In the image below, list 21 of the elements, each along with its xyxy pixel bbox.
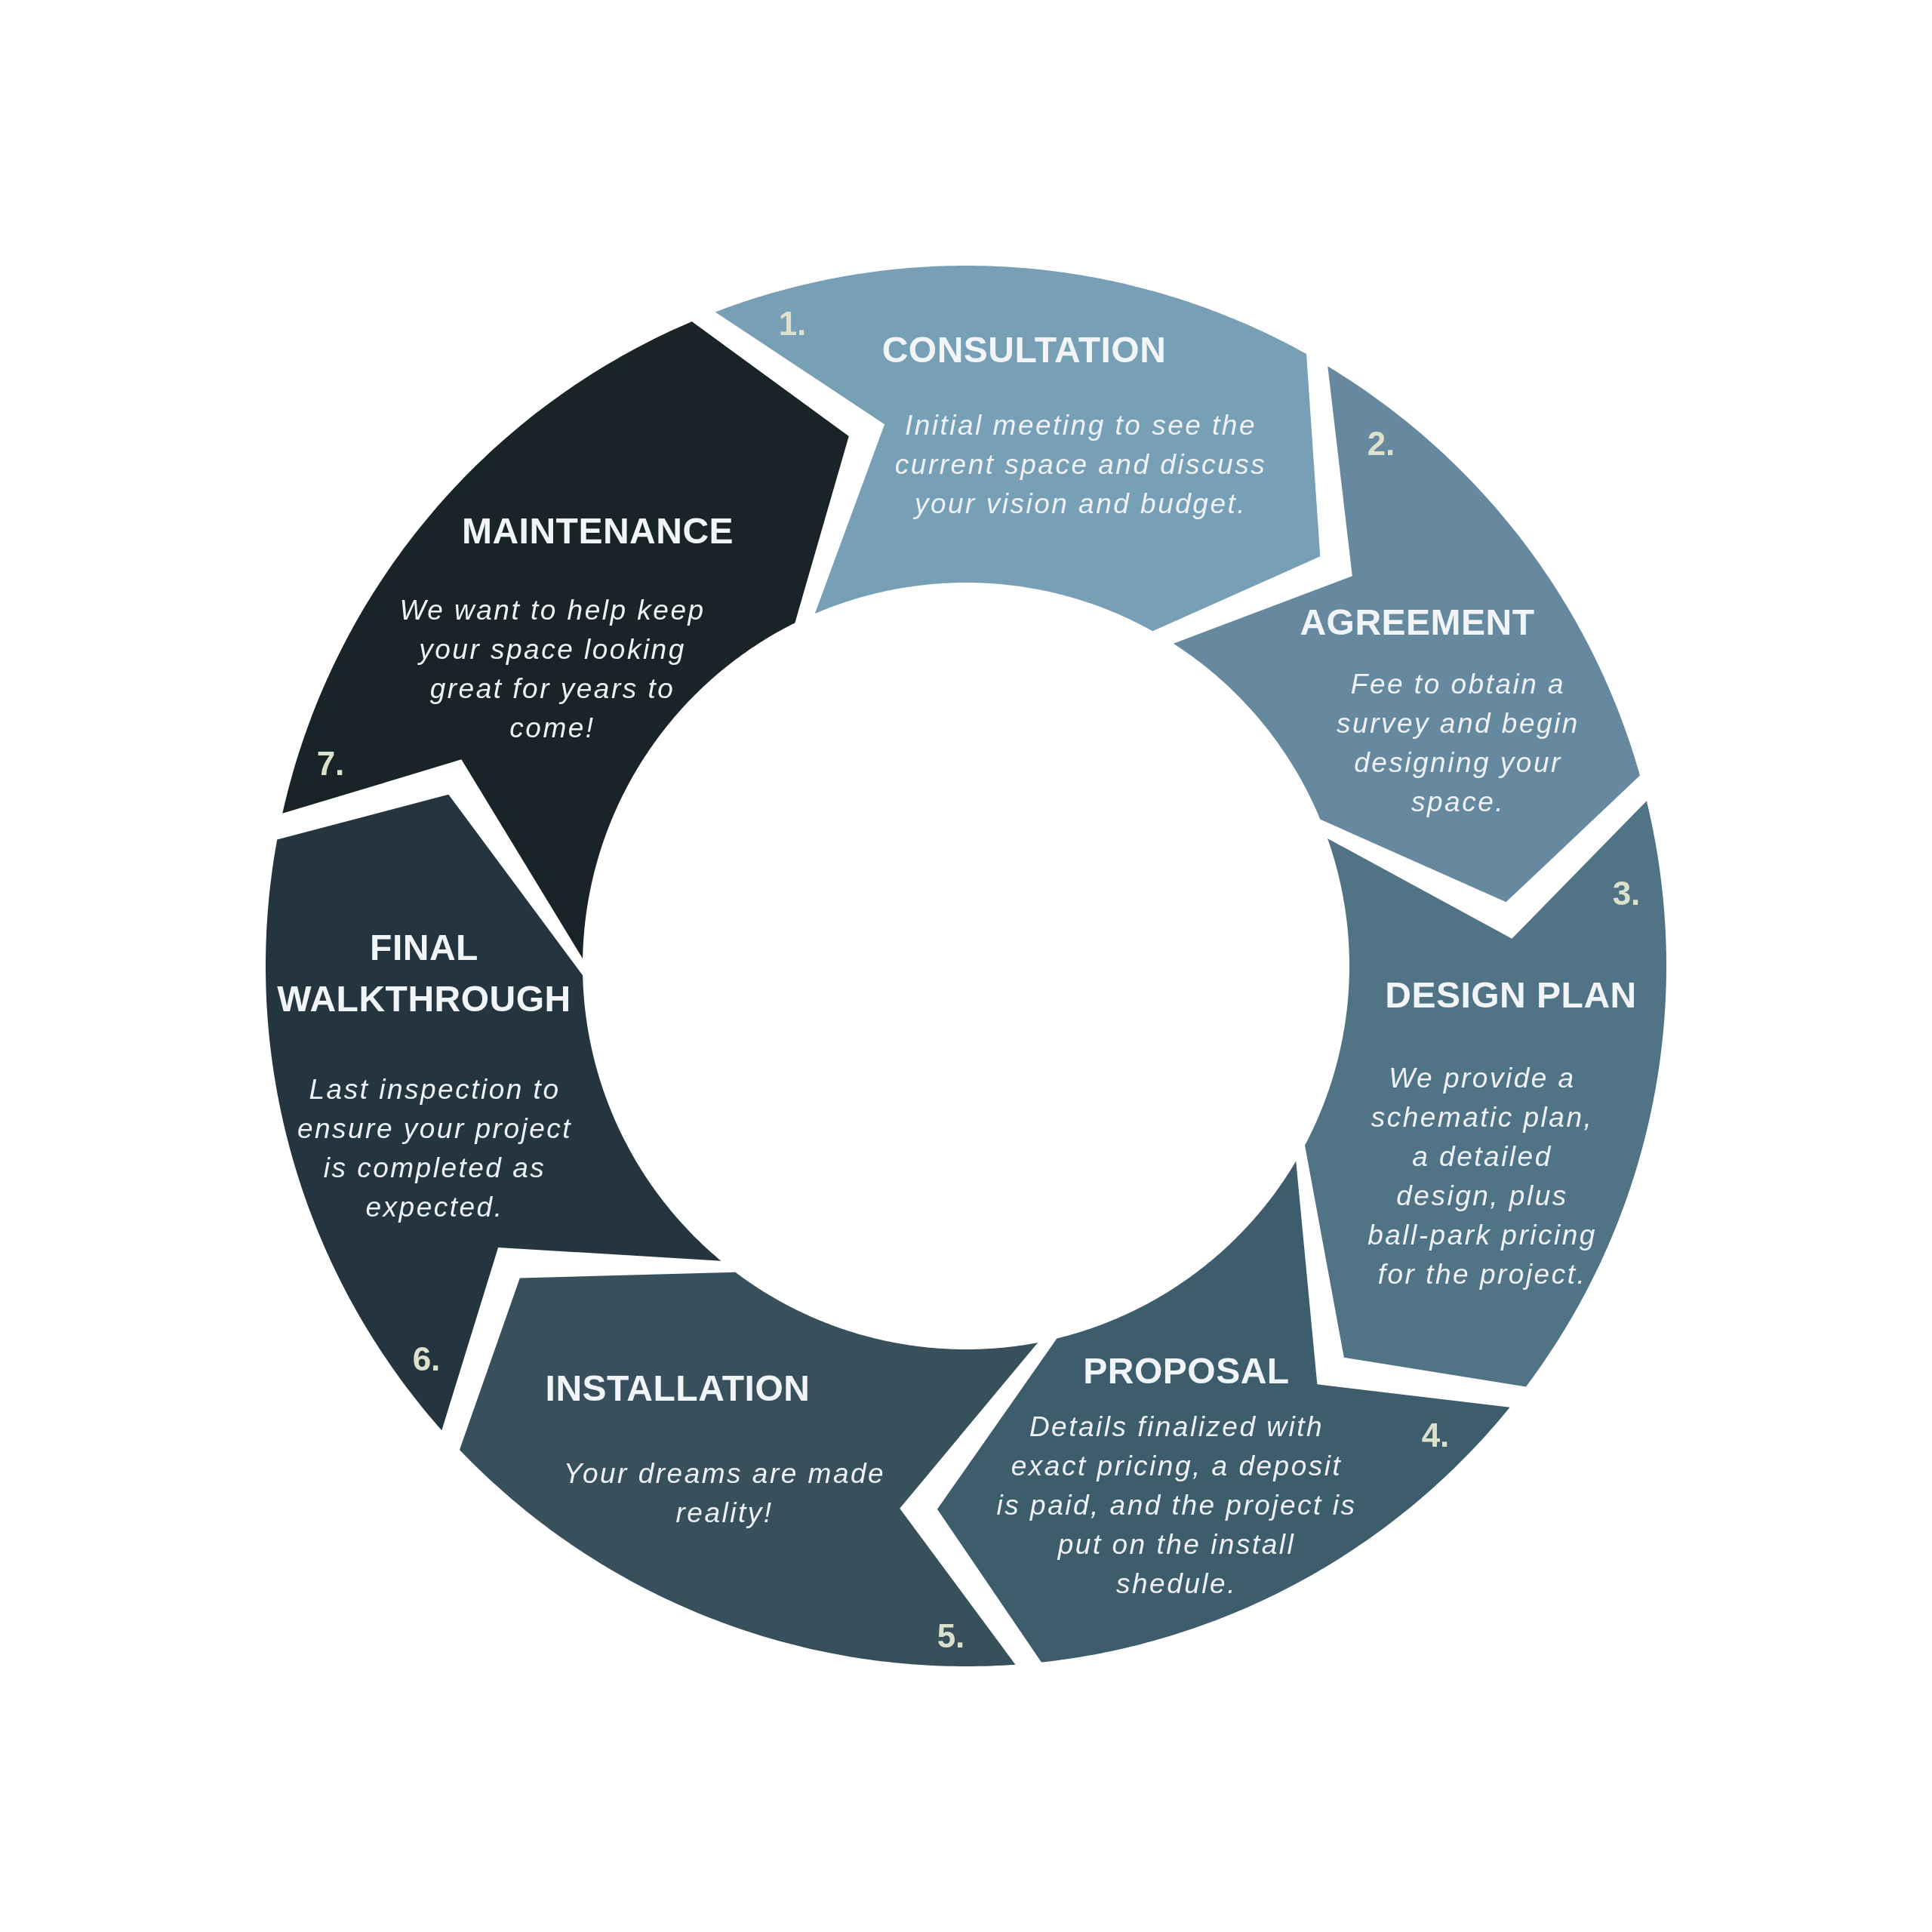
step-number: 1.: [778, 305, 807, 343]
step-number: 7.: [316, 745, 345, 783]
step-title: PROPOSAL: [1083, 1350, 1290, 1392]
step-description: Fee to obtain a survey and begin designing your space.: [1336, 668, 1580, 819]
step-description: Initial meeting to see the current space and discuss your vision and budget.: [894, 409, 1268, 521]
step-number: 2.: [1367, 425, 1395, 463]
step-number: 5.: [937, 1617, 965, 1655]
step-title: DESIGN PLAN: [1385, 974, 1637, 1017]
step-number: 6.: [412, 1340, 441, 1378]
step-description: Last inspection to ensure your project is completed as expected.: [297, 1073, 573, 1224]
step-number: 3.: [1612, 875, 1641, 912]
step-description: We provide a schematic plan, a detailed design, plus ball-park pricing for the project.: [1367, 1062, 1598, 1291]
step-title: MAINTENANCE: [461, 510, 734, 552]
step-title: CONSULTATION: [881, 329, 1167, 371]
step-description: Your dreams are made reality!: [562, 1457, 887, 1530]
step-title: INSTALLATION: [545, 1367, 811, 1410]
step-number: 4.: [1421, 1417, 1450, 1454]
step-title: FINAL WALKTHROUGH: [276, 927, 572, 1020]
step-title: AGREEMENT: [1300, 601, 1535, 644]
step-description: We want to help keep your space looking great for years to come!: [398, 594, 706, 745]
step-description: Details finalized with exact pricing, a deposit is paid, and the project is put on the install shedule.: [995, 1411, 1358, 1601]
